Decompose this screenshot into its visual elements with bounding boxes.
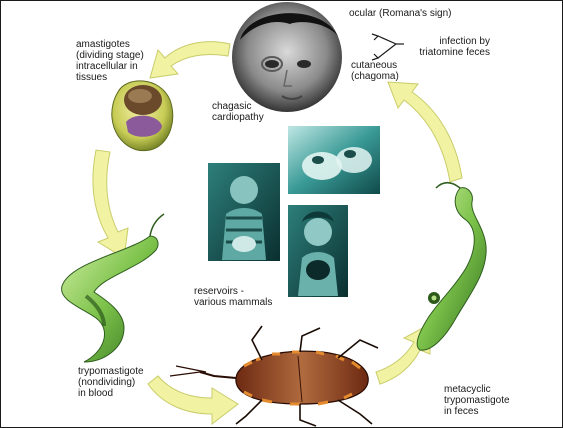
reservoirs-label: reservoirs - various mammals <box>194 286 272 308</box>
chagasic-label: chagasic cardiopathy <box>212 101 264 123</box>
reservoir-photos <box>208 126 380 297</box>
arrow-bottom-left <box>148 376 238 424</box>
child-portrait <box>232 2 342 112</box>
arrow-right <box>388 82 462 182</box>
amastigotes-label: amastigotes (dividing stage) intracellul… <box>76 39 144 83</box>
infection-connector <box>372 34 404 60</box>
ocular-label: ocular (Romana's sign) <box>349 8 452 19</box>
arrow-left <box>93 150 128 258</box>
metacyclic-trypomastigote-icon <box>417 183 486 350</box>
infection-label: infection by triatomine feces <box>408 36 490 58</box>
metacyclic-label: metacyclic trypomastigote in feces <box>444 384 510 417</box>
amastigote-cell-icon <box>112 81 173 151</box>
trypomastigote-label: trypomastigote (nondividing) in blood <box>78 366 144 399</box>
arrow-top-left <box>150 42 230 78</box>
cutaneous-label: cutaneous (chagoma) <box>351 60 399 82</box>
